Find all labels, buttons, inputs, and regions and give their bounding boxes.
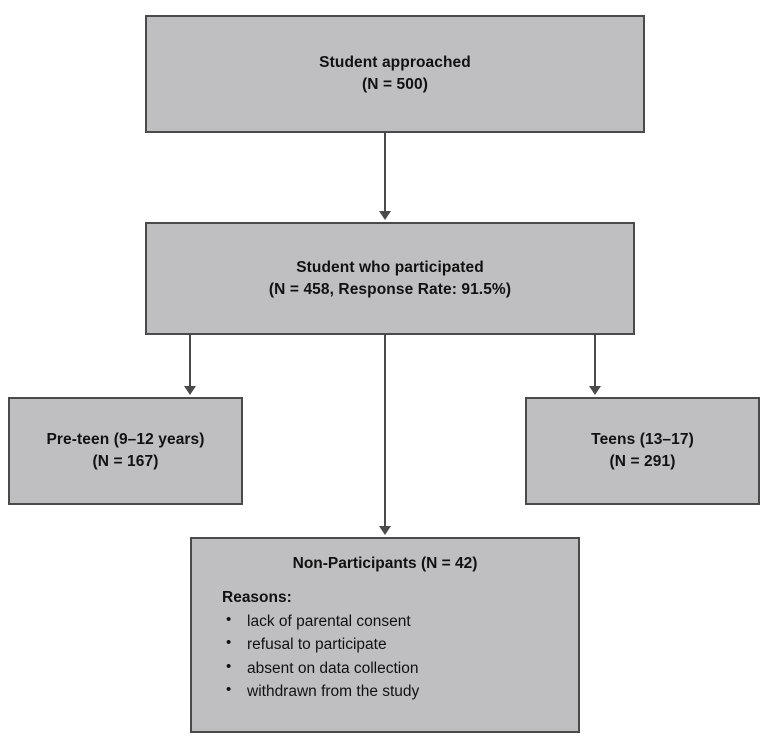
- non-participants-reasons-list: lack of parental consent refusal to part…: [192, 609, 578, 704]
- node-student-approached-count: (N = 500): [362, 76, 428, 93]
- node-non-participants-heading: Non-Participants (N = 42): [292, 555, 478, 572]
- node-student-approached: Student approached (N = 500): [145, 15, 645, 133]
- node-student-approached-title: Student approached: [319, 54, 471, 71]
- node-non-participants-reasons-label: Reasons:: [222, 588, 292, 606]
- connector-participated-to-teens: [594, 335, 596, 388]
- arrowhead-participated-to-teens: [589, 386, 601, 395]
- node-student-participated-count: (N = 458, Response Rate: 91.5%): [268, 280, 512, 298]
- connector-participated-to-preteen: [189, 335, 191, 388]
- connector-participated-to-non-participants: [384, 335, 386, 528]
- node-student-participated-title: Student who participated: [296, 258, 484, 276]
- node-teens-title: Teens (13–17): [591, 431, 694, 448]
- node-teens-count: (N = 291): [609, 453, 676, 470]
- list-item: lack of parental consent: [226, 609, 578, 634]
- node-preteen: Pre-teen (9–12 years) (N = 167): [8, 397, 243, 505]
- node-preteen-count: (N = 167): [92, 453, 159, 470]
- node-teens: Teens (13–17) (N = 291): [525, 397, 760, 505]
- list-item: absent on data collection: [226, 656, 578, 681]
- arrowhead-participated-to-preteen: [184, 386, 196, 395]
- list-item: withdrawn from the study: [226, 679, 578, 704]
- list-item: refusal to participate: [226, 632, 578, 657]
- arrowhead-approached-to-participated: [379, 211, 391, 220]
- node-student-participated: Student who participated (N = 458, Respo…: [145, 222, 635, 335]
- connector-approached-to-participated: [384, 133, 386, 213]
- node-preteen-title: Pre-teen (9–12 years): [46, 431, 205, 448]
- arrowhead-participated-to-non-participants: [379, 526, 391, 535]
- node-non-participants: Non-Participants (N = 42) Reasons: lack …: [190, 537, 580, 733]
